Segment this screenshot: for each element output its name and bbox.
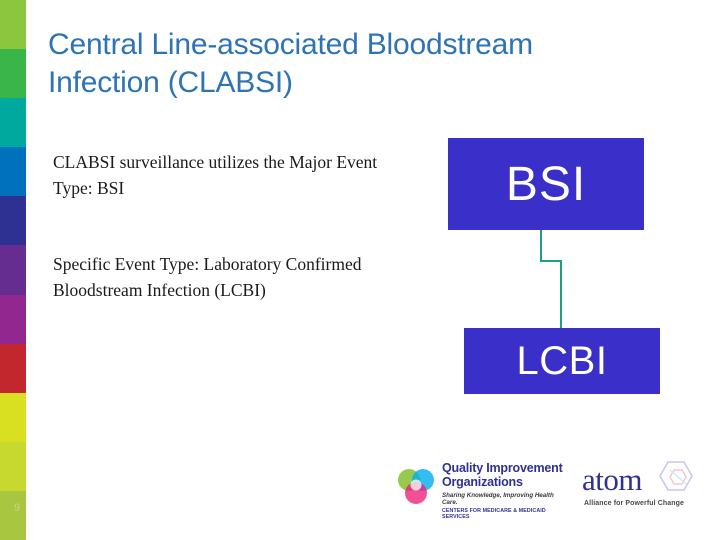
hexagon-icon bbox=[648, 458, 708, 508]
event-type-diagram: BSI LCBI bbox=[446, 138, 676, 403]
page-title: Central Line-associated Bloodstream Infe… bbox=[48, 28, 533, 100]
connector-segment-vertical-bottom bbox=[560, 260, 562, 328]
atom-wordmark: atom bbox=[582, 462, 643, 497]
atom-logo: atom Alliance for Powerful Change bbox=[582, 461, 706, 514]
qio-line-2: Organizations bbox=[442, 474, 523, 489]
color-band bbox=[0, 49, 26, 99]
body-paragraph-1: CLABSI surveillance utilizes the Major E… bbox=[53, 152, 378, 198]
atom-tagline: Alliance for Powerful Change bbox=[584, 500, 685, 507]
page-number: 9 bbox=[14, 502, 21, 514]
color-band bbox=[0, 196, 26, 246]
color-band bbox=[0, 343, 26, 393]
color-band bbox=[0, 490, 26, 540]
qio-wordmark: Quality Improvement Organizations Sharin… bbox=[442, 461, 566, 520]
qio-circles-icon bbox=[396, 466, 438, 508]
color-band bbox=[0, 392, 26, 442]
qio-line-1: Quality Improvement bbox=[442, 461, 563, 475]
qio-tagline: Sharing Knowledge, Improving Health Care… bbox=[442, 491, 554, 507]
color-band bbox=[0, 98, 26, 148]
qio-logo: Quality Improvement Organizations Sharin… bbox=[396, 460, 566, 520]
color-band bbox=[0, 294, 26, 344]
body-paragraph-2: Specific Event Type: Laboratory Confirme… bbox=[53, 254, 362, 300]
color-band bbox=[0, 147, 26, 197]
diagram-box-bsi: BSI bbox=[448, 138, 644, 230]
color-band bbox=[0, 245, 26, 295]
color-band bbox=[0, 0, 26, 50]
connector-segment-horizontal bbox=[540, 260, 562, 262]
footer-logos: Quality Improvement Organizations Sharin… bbox=[396, 458, 706, 520]
connector-segment-vertical-top bbox=[540, 230, 542, 261]
left-color-strip bbox=[0, 0, 26, 540]
qio-cms-line: CENTERS FOR MEDICARE & MEDICAID SERVICES bbox=[442, 508, 546, 520]
color-band bbox=[0, 441, 26, 491]
diagram-box-lcbi: LCBI bbox=[464, 328, 660, 394]
